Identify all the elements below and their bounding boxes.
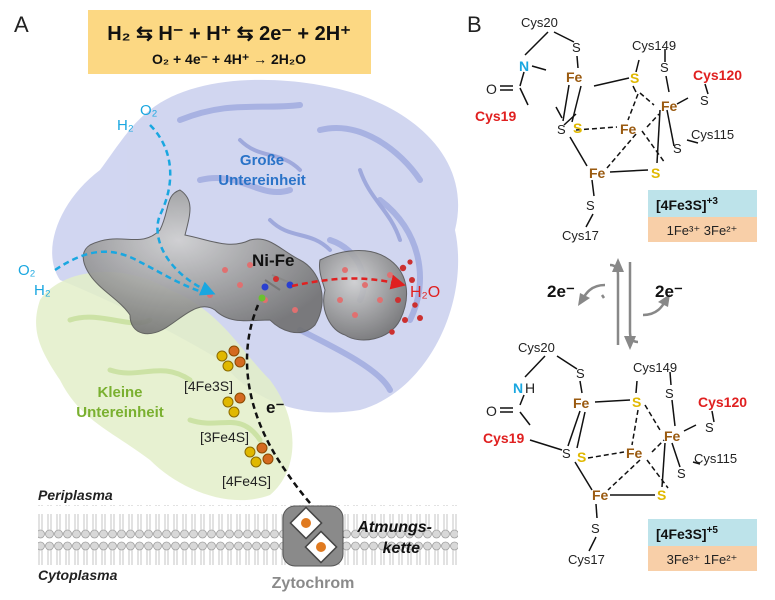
top-cys19: Cys19 <box>475 108 516 124</box>
top-cys115: Cys115 <box>691 127 734 142</box>
top-fe-c: Fe <box>620 121 637 137</box>
top-s-cys115: S <box>673 141 682 156</box>
top-fe-d: Fe <box>589 165 606 181</box>
top-cys120: Cys120 <box>693 67 742 83</box>
bottom-s-cys115: S <box>677 466 686 481</box>
water-label: H₂O <box>410 284 440 301</box>
top-fe-a: Fe <box>566 69 583 85</box>
bottom-s-cys19: S <box>562 446 571 461</box>
bottom-cys17: Cys17 <box>568 552 605 567</box>
bottom-cys115: Cys115 <box>694 451 737 466</box>
nife-label: Ni-Fe <box>252 251 295 270</box>
bottom-h: H <box>525 380 535 396</box>
bottom-cys120: Cys120 <box>698 394 747 410</box>
top-cys17: Cys17 <box>562 228 599 243</box>
cytochrome <box>283 506 343 566</box>
top-fe-b: Fe <box>661 98 678 114</box>
bottom-s-cys20: S <box>576 366 585 381</box>
bottom-fe-a: Fe <box>573 395 590 411</box>
bottom-fe-d: Fe <box>592 487 609 503</box>
bottom-s-mu-left: S <box>577 449 586 465</box>
bottom-s-mu-bottom: S <box>657 487 666 503</box>
panel-b-letter: B <box>467 12 482 37</box>
top-cys20: Cys20 <box>521 15 558 30</box>
bottom-cys19: Cys19 <box>483 430 524 446</box>
bottom-n: N <box>513 380 523 396</box>
panel-a-letter: A <box>14 12 29 37</box>
top-s-cys19: S <box>557 122 566 137</box>
respiratory-chain-label-1: Atmungs- <box>356 519 432 536</box>
bottom-fe-c: Fe <box>626 445 643 461</box>
periplasm-label: Periplasma <box>38 487 113 503</box>
top-oxidation: 1Fe³⁺ 3Fe²⁺ <box>667 223 738 238</box>
electrons-left: 2e⁻ <box>547 282 575 301</box>
large-subunit-label-2: Untereinheit <box>218 172 306 189</box>
cytochrome-label: Zytochrom <box>272 575 355 592</box>
electron-label: e⁻ <box>266 398 284 417</box>
bottom-o: O <box>486 403 497 419</box>
bottom-fe-b: Fe <box>664 428 681 444</box>
top-s-mu-left: S <box>573 120 582 136</box>
redox-equilibrium-arrows <box>578 258 670 350</box>
top-s-cys149: S <box>660 60 669 75</box>
o2-left-label: O₂ <box>18 262 36 279</box>
cluster-4fe4s-label: [4Fe4S] <box>222 473 271 489</box>
bottom-s-mu-top: S <box>632 394 641 410</box>
electrons-right: 2e⁻ <box>655 282 683 301</box>
top-s-cys120: S <box>700 93 709 108</box>
small-subunit-label-2: Untereinheit <box>76 404 164 421</box>
bottom-cys20: Cys20 <box>518 340 555 355</box>
bottom-s-cys17: S <box>591 521 600 536</box>
top-s-mu-bottom: S <box>651 165 660 181</box>
top-s-mu-topleft: S <box>630 70 639 86</box>
top-o: O <box>486 81 497 97</box>
top-cys149: Cys149 <box>632 38 676 53</box>
cluster-4fe3s-label: [4Fe3S] <box>184 378 233 394</box>
respiratory-chain-label-2: kette <box>383 540 420 557</box>
equation-line1: H₂ ⇆ H⁻ + H⁺ ⇆ 2e⁻ + 2H⁺ <box>107 23 351 45</box>
equation-line2: O₂ + 4e⁻ + 4H⁺ → 2H₂O <box>152 51 306 67</box>
cytoplasm-label: Cytoplasma <box>38 567 118 583</box>
top-n: N <box>519 58 529 74</box>
bottom-s-cys149: S <box>665 386 674 401</box>
large-subunit-label-1: Große <box>240 152 284 169</box>
bottom-cys149: Cys149 <box>633 360 677 375</box>
h2-top-label: H₂ <box>117 117 134 134</box>
cluster-3fe4s-label: [3Fe4S] <box>200 429 249 445</box>
top-s-cys17: S <box>586 198 595 213</box>
h2-left-label: H₂ <box>34 282 51 299</box>
o2-top-label: O₂ <box>140 102 158 119</box>
small-subunit-label-1: Kleine <box>97 384 142 401</box>
top-s-cys20: S <box>572 40 581 55</box>
bottom-oxidation: 3Fe³⁺ 1Fe²⁺ <box>667 552 738 567</box>
bottom-s-cys120: S <box>705 420 714 435</box>
